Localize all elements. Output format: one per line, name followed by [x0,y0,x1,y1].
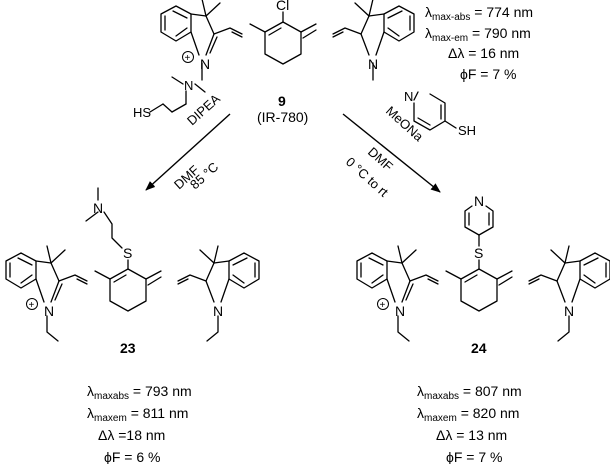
start-n-plus-label: N [200,56,210,72]
product24-pyridine-n: N [474,193,484,209]
product23-n-plus: N [44,303,54,319]
product23-amine-n: N [93,200,103,216]
mercaptopyridine-reagent: N SH [404,89,476,138]
start-n-label: N [368,56,378,72]
start-em-lambda: λmax-em = 790 nm [425,25,531,44]
product24-cyclohexene-core [445,268,513,312]
product24-n-plus: N [395,303,405,319]
product24-charge-sign: + [380,300,386,311]
reagent-amine-n: N [184,78,193,93]
start-indoline-ring [332,0,415,56]
product-compound-23: S N N + N 23 [5,187,260,356]
product23-photophysics: λmaxabs = 793 nm λmaxem = 811 nm Δλ =18 … [87,383,192,464]
start-compound-9: Cl N + N 9 (IR-780) [160,0,415,125]
product23-positive-charge-icon [26,298,38,310]
positive-charge-icon [182,51,194,63]
product24-photophysics: λmaxabs = 807 nm λmaxem = 820 nm Δλ = 13… [417,383,522,464]
chloro-label: Cl [276,0,289,13]
compound-name-ir780: (IR-780) [257,109,308,125]
start-indolium-ring [160,0,243,56]
product23-abs-lambda: λmaxabs = 793 nm [87,383,192,402]
reagent-thiol-hs: HS [133,105,151,120]
dimethylaminoethanethiol-reagent: N HS [133,76,206,120]
product23-em-lambda: λmaxem = 811 nm [87,405,188,424]
start-quantum-yield: ϕF = 7 % [460,66,516,82]
start-photophysics: λmax-abs = 774 nm λmax-em = 790 nm Δλ = … [425,4,533,82]
start-cyclohexene-core [249,21,317,65]
right-reaction-arrow [342,113,441,193]
left-condition-base: DIPEA [184,91,223,128]
product24-quantum-yield: ϕF = 7 % [446,449,502,464]
right-reaction-arrow-group: N SH MeONa DMF 0 °C to rt [342,89,476,200]
compound-number-24: 24 [471,340,487,356]
compound-number-23: 23 [120,340,136,356]
product24-indoline-ring [528,245,610,303]
start-abs-lambda: λmax-abs = 774 nm [425,4,533,23]
product23-indolium-ring [5,245,88,303]
reagent-pyridine-n: N [404,89,413,104]
product-compound-24: S N N + N 24 [356,193,610,356]
product23-n: N [213,303,223,319]
start-stokes-shift: Δλ = 16 nm [448,45,519,61]
product24-indolium-ring [356,245,439,303]
product24-abs-lambda: λmaxabs = 807 nm [417,383,522,402]
product23-quantum-yield: ϕF = 6 % [104,449,160,464]
product23-cyclohexene-core [94,268,162,312]
product23-charge-sign: + [29,300,35,311]
compound-number-9: 9 [278,93,286,109]
product24-sulfur: S [474,245,483,261]
product23-stokes-shift: Δλ =18 nm [98,427,165,443]
left-reaction-arrow-group: N HS DIPEA DMF 85 °C [133,76,231,192]
charge-sign: + [185,53,191,64]
product23-sulfur: S [123,245,132,261]
reagent-thiol-sh: SH [458,123,476,138]
product23-indoline-ring [177,245,260,303]
product24-positive-charge-icon [377,298,389,310]
product24-stokes-shift: Δλ = 13 nm [436,427,507,443]
product24-em-lambda: λmaxem = 820 nm [417,405,519,424]
left-reaction-arrow [145,113,231,191]
product24-n: N [564,303,574,319]
